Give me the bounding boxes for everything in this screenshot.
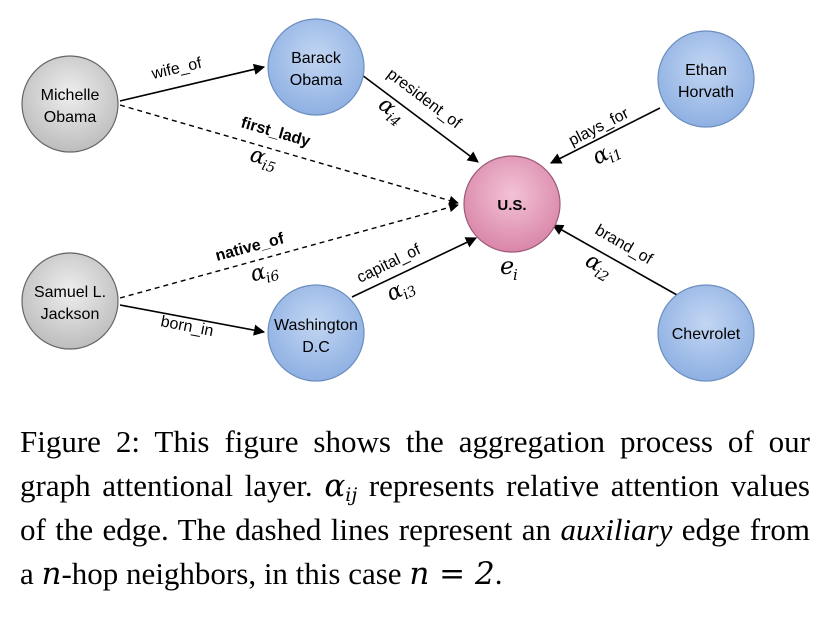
svg-text:i3: i3	[400, 283, 419, 303]
alpha-i6: α i6	[248, 259, 282, 287]
svg-text:i: i	[513, 266, 518, 284]
edge-first-lady: first_lady α i5	[119, 104, 459, 206]
edge-plays-for: plays_for α i1	[550, 105, 661, 170]
svg-text:Washington: Washington	[274, 317, 358, 334]
node-ethan-horvath: Ethan Horvath	[657, 30, 755, 128]
alpha-i3: α i3	[383, 278, 420, 307]
svg-text:D.C: D.C	[302, 339, 330, 356]
svg-text:α: α	[247, 142, 268, 170]
edge-born-in: born_in	[119, 304, 266, 340]
caption-equation: n = 2	[409, 556, 495, 592]
node-chevrolet: Chevrolet	[657, 284, 755, 382]
svg-text:Obama: Obama	[290, 72, 343, 89]
caption-text-4: -hop neighbors, in this case	[61, 556, 410, 591]
edge-label-first-lady: first_lady	[239, 115, 312, 151]
node-washington-dc: Washington D.C	[267, 284, 365, 382]
edge-label-wife-of: wife_of	[149, 55, 204, 83]
caption-text-3: edge from a	[20, 512, 811, 591]
edge-brand-of: brand_of α i2	[552, 222, 678, 296]
svg-text:Horvath: Horvath	[678, 84, 734, 101]
svg-text:i6: i6	[264, 268, 281, 287]
svg-text:Ethan: Ethan	[685, 62, 727, 79]
svg-text:Chevrolet: Chevrolet	[672, 326, 741, 343]
edge-wife-of: wife_of	[119, 55, 266, 102]
node-michelle-obama: Michelle Obama	[21, 55, 119, 153]
graph-diagram: wife_of president_of α i4 plays_for α i1…	[21, 18, 755, 382]
svg-text:i5: i5	[260, 158, 277, 177]
svg-text:Jackson: Jackson	[41, 306, 100, 323]
node-samuel-jackson: Samuel L. Jackson	[21, 252, 119, 350]
alpha-i2: α i2	[581, 248, 611, 286]
svg-text:Obama: Obama	[44, 109, 97, 126]
alpha-i4: α i4	[373, 92, 403, 131]
edge-label-born-in: born_in	[159, 313, 215, 340]
svg-text:U.S.: U.S.	[497, 197, 526, 214]
svg-text:Michelle: Michelle	[41, 87, 100, 104]
caption-emphasis: auxiliary	[560, 512, 673, 547]
svg-text:α: α	[248, 259, 269, 287]
caption-alpha: αij	[324, 468, 358, 506]
caption-text-1: Figure 2: This figure shows the aggregat…	[20, 424, 810, 503]
svg-text:Samuel L.: Samuel L.	[34, 284, 106, 301]
svg-text:i1: i1	[606, 146, 625, 166]
caption-text-2: represents relative attention values of …	[20, 468, 810, 547]
edge-label-native-of: native_of	[214, 230, 287, 265]
node-us-sublabel: e	[500, 252, 514, 280]
node-us: U.S. e i	[463, 155, 561, 284]
edge-capital-of: capital_of α i3	[351, 237, 478, 307]
edge-president-of: president_of α i4	[361, 66, 479, 163]
caption-n-var: n	[41, 556, 62, 592]
node-barack-obama: Barack Obama	[267, 18, 365, 116]
caption-text-5: .	[494, 556, 503, 591]
alpha-i5: α i5	[247, 142, 277, 177]
figure-caption: Figure 2: This figure shows the aggregat…	[20, 420, 810, 596]
svg-text:Barack: Barack	[291, 50, 342, 67]
